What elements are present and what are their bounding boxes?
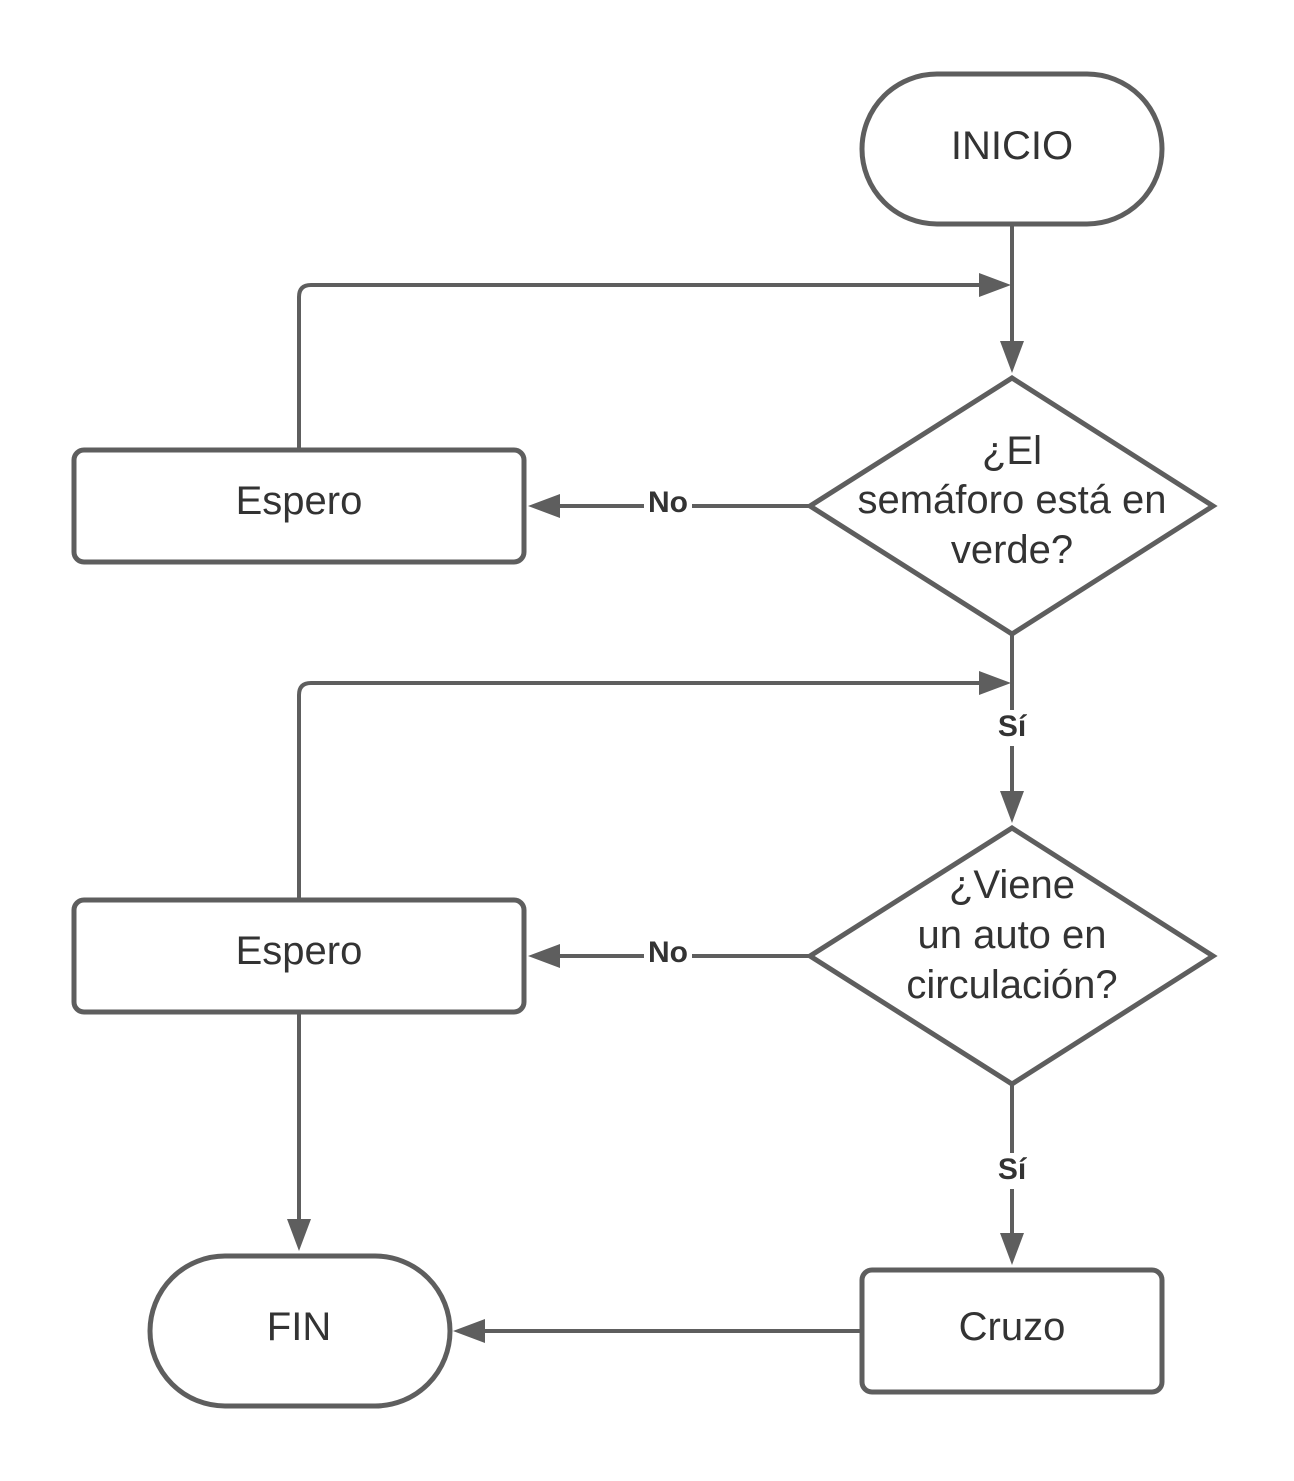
edge-label-bg	[990, 1153, 1034, 1189]
edge-label-car-no: No	[648, 936, 688, 969]
end-label: FIN	[267, 1305, 331, 1349]
edge-label-car-yes: Sí	[998, 1153, 1028, 1186]
decision-shape	[805, 375, 1218, 637]
wait-2-label: Espero	[236, 929, 363, 973]
arrowhead-wait1-loop	[979, 273, 1011, 297]
arrowhead-light-no	[528, 494, 560, 518]
edge-label-light-yes: Sí	[998, 710, 1028, 743]
decision-car-line-3: circulación?	[906, 963, 1117, 1007]
start-node: INICIO	[859, 71, 1165, 227]
wait-node-1: Espero	[71, 447, 527, 565]
edge-wait2-loop	[297, 681, 984, 898]
edge-label-bg	[644, 488, 692, 522]
arrowhead-start-to-decision-light	[1000, 341, 1024, 373]
edge-label-bg	[990, 710, 1034, 746]
process-shape	[71, 897, 527, 1015]
terminal-shape	[147, 1253, 453, 1409]
decision-light-line-1: ¿El	[982, 429, 1042, 473]
process-shape	[71, 447, 527, 565]
arrowhead-wait2-to-end	[287, 1219, 311, 1251]
edge-wait1-loop	[297, 283, 984, 448]
cross-node: Cruzo	[859, 1267, 1165, 1395]
edge-label-light-no: No	[648, 486, 688, 519]
arrowhead-cross-to-end	[453, 1319, 485, 1343]
decision-car-line-1: ¿Viene	[949, 863, 1075, 907]
arrowhead-wait2-loop	[979, 671, 1011, 695]
decision-car-line-2: un auto en	[917, 913, 1106, 957]
decision-light-line-2: semáforo está en	[857, 478, 1166, 522]
cross-label: Cruzo	[959, 1305, 1066, 1349]
terminal-shape	[859, 71, 1165, 227]
process-shape	[859, 1267, 1165, 1395]
arrowhead-light-yes	[1000, 791, 1024, 823]
decision-car-node: ¿Viene un auto en circulación?	[805, 825, 1218, 1087]
wait-node-2: Espero	[71, 897, 527, 1015]
start-label: INICIO	[951, 124, 1073, 168]
arrowhead-car-no	[528, 944, 560, 968]
end-node: FIN	[147, 1253, 453, 1409]
decision-light-node: ¿El semáforo está en verde?	[805, 375, 1218, 637]
arrowhead-car-yes	[1000, 1233, 1024, 1265]
decision-shape	[805, 825, 1218, 1087]
decision-light-line-3: verde?	[951, 528, 1073, 572]
edge-label-bg	[644, 938, 692, 972]
wait-1-label: Espero	[236, 479, 363, 523]
